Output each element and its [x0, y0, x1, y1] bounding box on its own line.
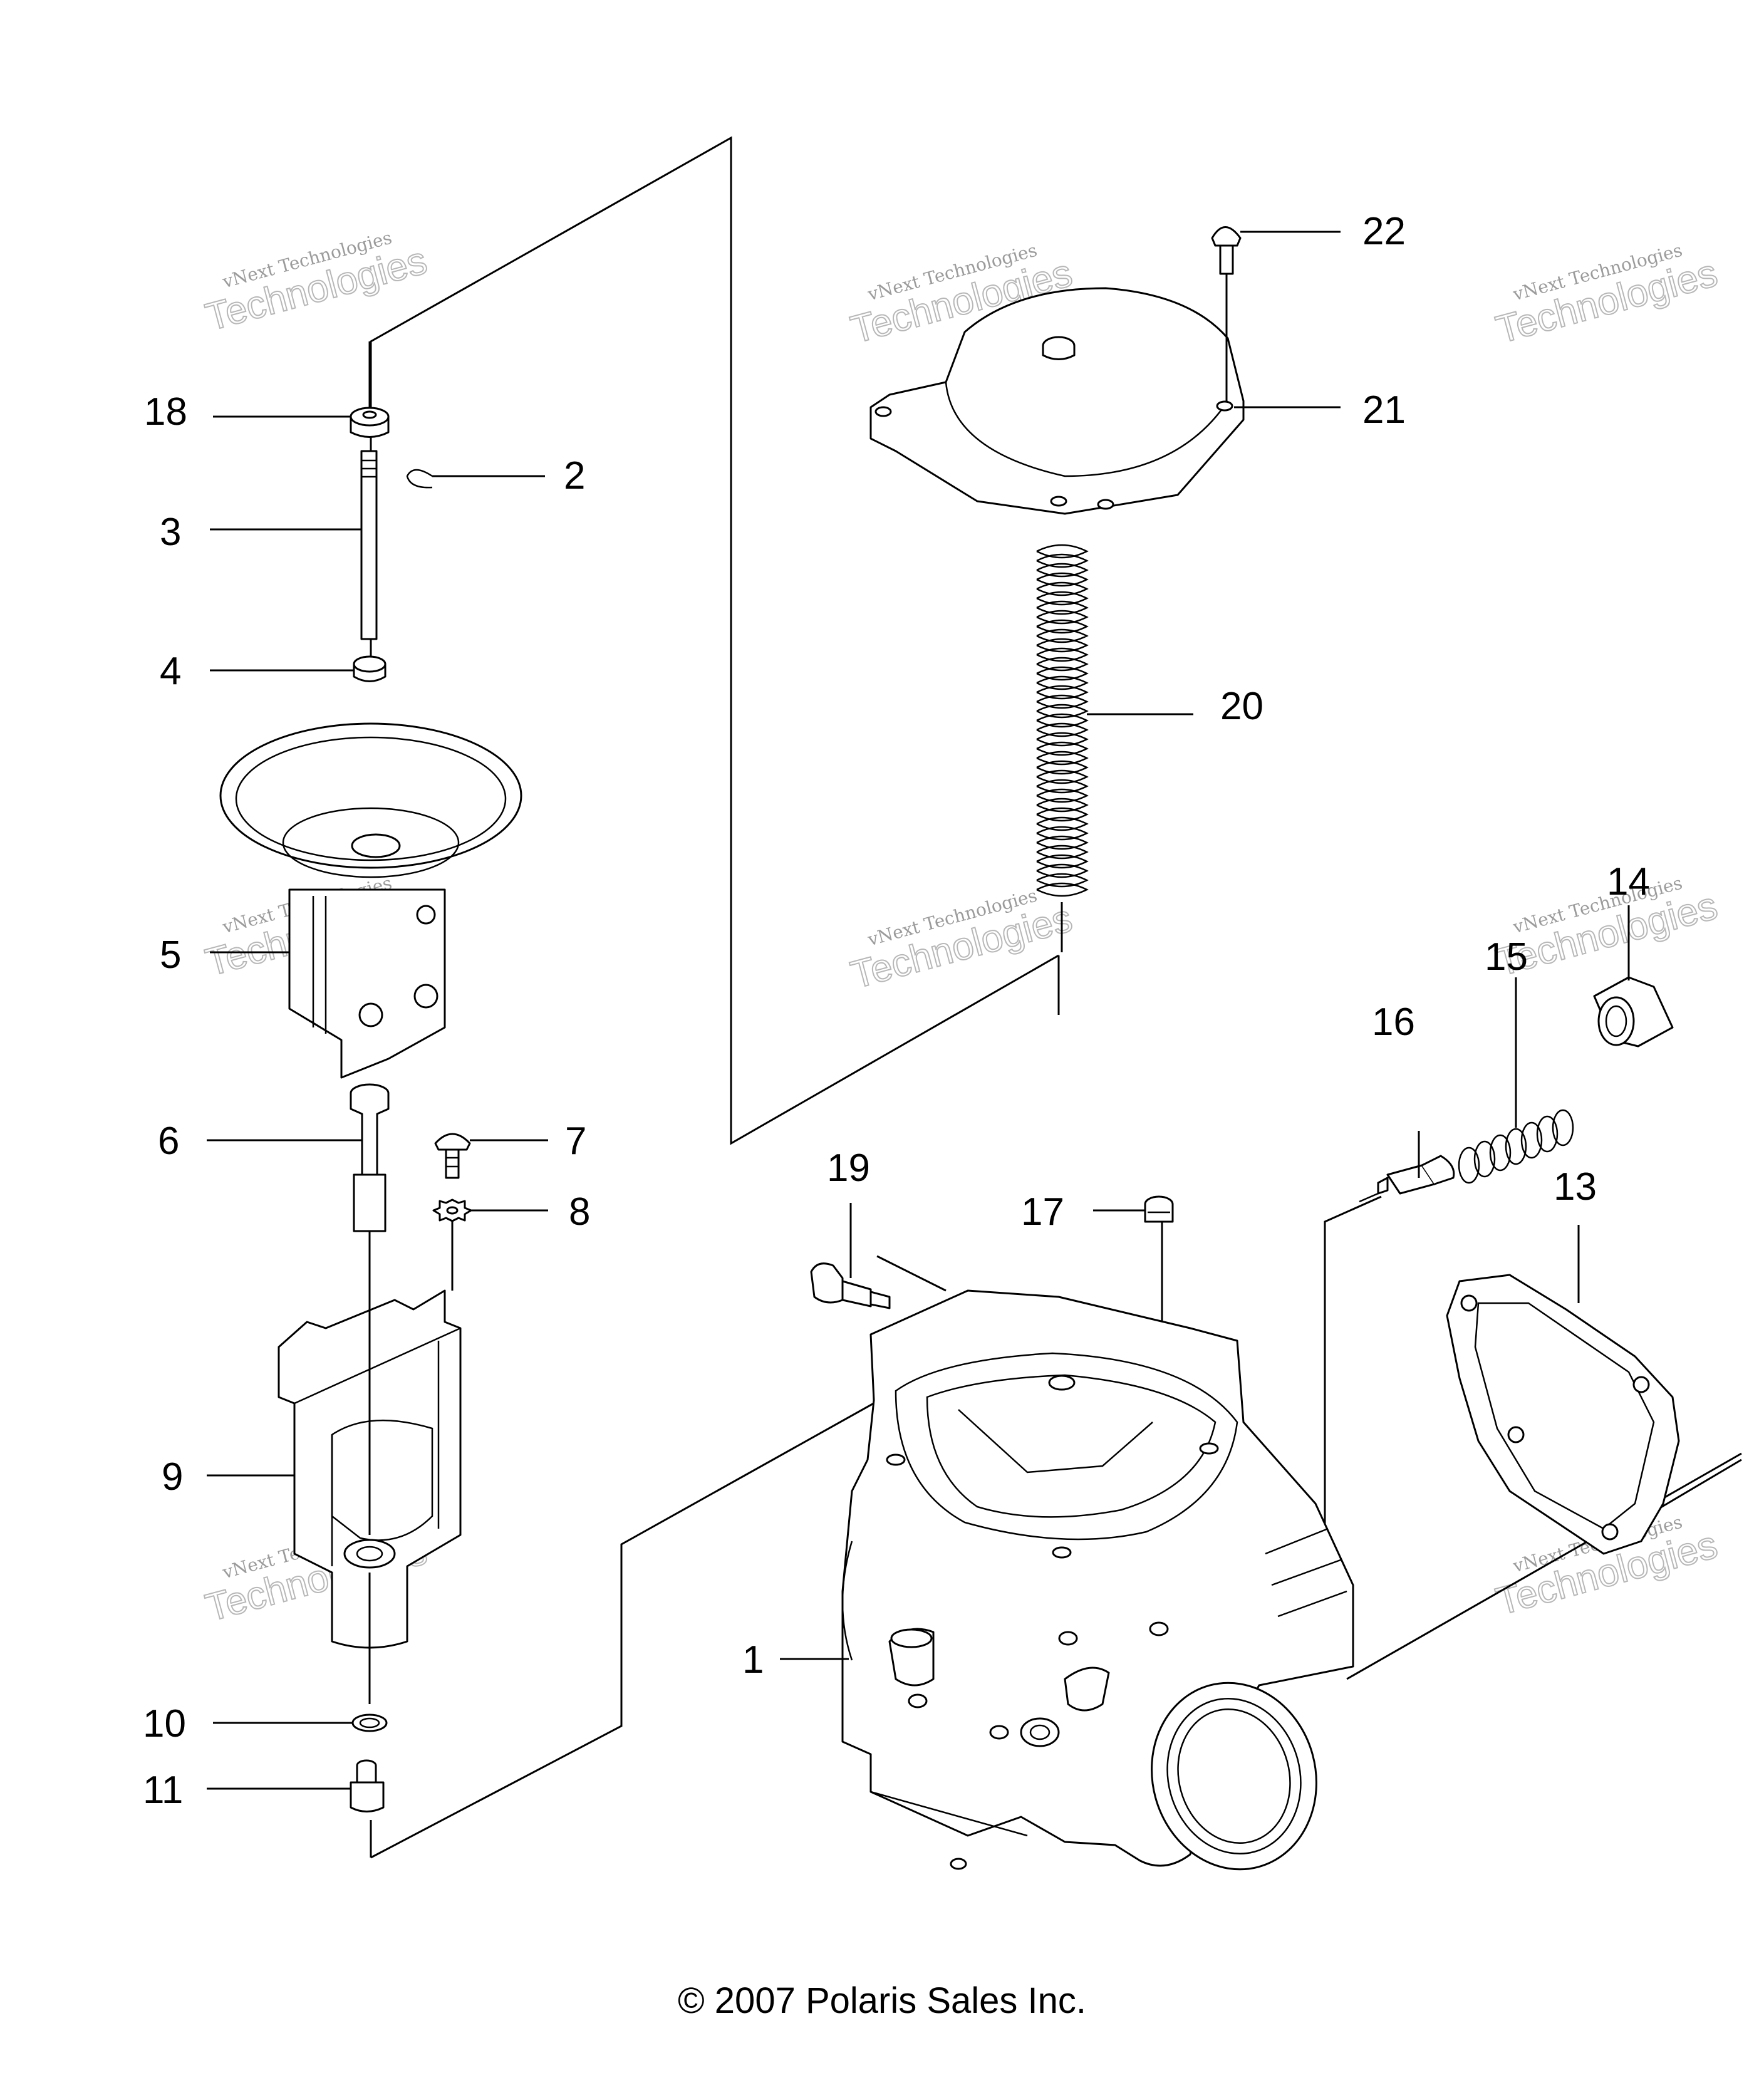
callout-18: 18 — [144, 390, 187, 434]
callout-8: 8 — [569, 1190, 590, 1234]
part-18-cap — [350, 407, 390, 438]
callout-15: 15 — [1485, 935, 1528, 979]
callout-17: 17 — [1021, 1190, 1064, 1234]
callout-21: 21 — [1362, 388, 1406, 432]
part-8-star-washer — [432, 1198, 472, 1222]
watermark-mid-center: vNext Technologies Technologies — [846, 885, 1077, 998]
callout-16: 16 — [1372, 1001, 1415, 1044]
callout-numbers: 18 2 3 4 5 6 7 8 9 10 11 1 17 19 16 15 1… — [143, 210, 1650, 1812]
part-2-clip — [406, 469, 433, 489]
callout-7: 7 — [565, 1120, 586, 1163]
part-10-o-ring — [351, 1713, 388, 1732]
part-5-diaphragm-slide — [219, 722, 522, 1079]
part-21-top-cover — [869, 287, 1245, 515]
part-19-fitting — [810, 1262, 891, 1309]
callout-14: 14 — [1607, 860, 1650, 903]
part-22-screw — [1211, 226, 1242, 275]
callout-1: 1 — [742, 1638, 764, 1682]
callout-20: 20 — [1220, 685, 1263, 728]
watermark-top-right: vNext Technologies Technologies — [1491, 240, 1722, 353]
callout-2: 2 — [564, 454, 585, 497]
part-16-choke-plunger — [1359, 1155, 1455, 1203]
watermark-top-left: vNext Technologies Technologies — [200, 227, 432, 340]
callout-4: 4 — [160, 650, 181, 693]
callout-22: 22 — [1362, 210, 1406, 253]
callout-6: 6 — [158, 1120, 179, 1163]
part-3-jet-needle — [360, 450, 378, 640]
part-11-main-jet — [350, 1759, 385, 1812]
part-1-carburetor-body — [841, 1289, 1354, 1871]
part-6-needle-jet — [350, 1083, 390, 1232]
callout-11: 11 — [143, 1769, 183, 1812]
part-13-gasket — [1446, 1274, 1680, 1555]
callout-5: 5 — [160, 933, 181, 977]
part-14-choke-nut — [1593, 976, 1674, 1048]
callout-10: 10 — [143, 1702, 186, 1745]
part-4-washer — [353, 655, 387, 682]
leader-lines — [207, 231, 1630, 1790]
part-7-screw — [434, 1133, 471, 1179]
callout-13: 13 — [1554, 1165, 1597, 1209]
callout-19: 19 — [827, 1146, 870, 1190]
part-15-choke-spring — [1458, 1109, 1574, 1184]
callout-3: 3 — [160, 511, 181, 554]
copyright-notice: © 2007 Polaris Sales Inc. — [677, 1980, 1087, 2021]
callout-9: 9 — [162, 1455, 183, 1499]
part-20-slide-spring — [1036, 544, 1089, 952]
